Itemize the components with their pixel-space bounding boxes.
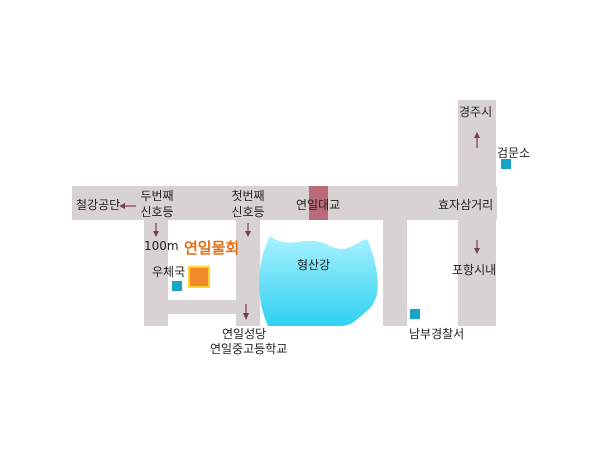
arrow-up-icon — [474, 132, 480, 148]
arrow-left-icon — [119, 203, 136, 209]
road-connector-bottom — [168, 300, 236, 314]
police-marker-icon — [410, 309, 420, 319]
road-first-signal-vertical — [236, 220, 260, 326]
geommunso-marker-icon — [501, 159, 511, 169]
label-second-signal-line2: 신호등 — [140, 205, 174, 219]
label-post-office: 우체국 — [152, 265, 186, 279]
arrow-down-icon — [243, 304, 249, 320]
label-geommunso: 검문소 — [497, 146, 531, 160]
label-second-signal-line1: 두번째 — [140, 189, 174, 203]
road-police-vertical — [383, 220, 407, 326]
label-first-signal-line1: 첫번째 — [231, 189, 265, 203]
label-river: 형산강 — [297, 258, 331, 272]
label-yeonil-bridge: 연일대교 — [296, 198, 341, 212]
arrow-down-icon — [245, 223, 251, 237]
label-gyeongju: 경주시 — [459, 105, 493, 119]
label-school: 연일중고등학교 — [210, 342, 288, 356]
label-first-signal: 첫번째 신호등 — [227, 188, 269, 220]
destination-marker-icon — [188, 266, 210, 288]
label-destination: 연일물회 — [184, 239, 240, 257]
arrow-down-icon — [153, 223, 159, 237]
label-cathedral: 연일성당 — [222, 327, 267, 341]
label-police: 남부경찰서 — [409, 327, 465, 341]
label-distance: 100m — [144, 239, 179, 253]
label-hyoja-junction: 효자삼거리 — [438, 198, 494, 212]
post-office-marker-icon — [172, 281, 182, 291]
hyeongsan-river — [259, 236, 378, 326]
yeonil-bridge — [309, 186, 328, 220]
label-cheolgang: 철강공단 — [76, 198, 121, 212]
label-second-signal: 두번째 신호등 — [136, 188, 178, 220]
label-pohang-city: 포항시내 — [452, 263, 497, 277]
road-second-signal-vertical — [144, 220, 168, 326]
label-first-signal-line2: 신호등 — [231, 205, 265, 219]
arrow-down-icon — [474, 240, 480, 254]
main-road-horizontal — [72, 186, 497, 220]
